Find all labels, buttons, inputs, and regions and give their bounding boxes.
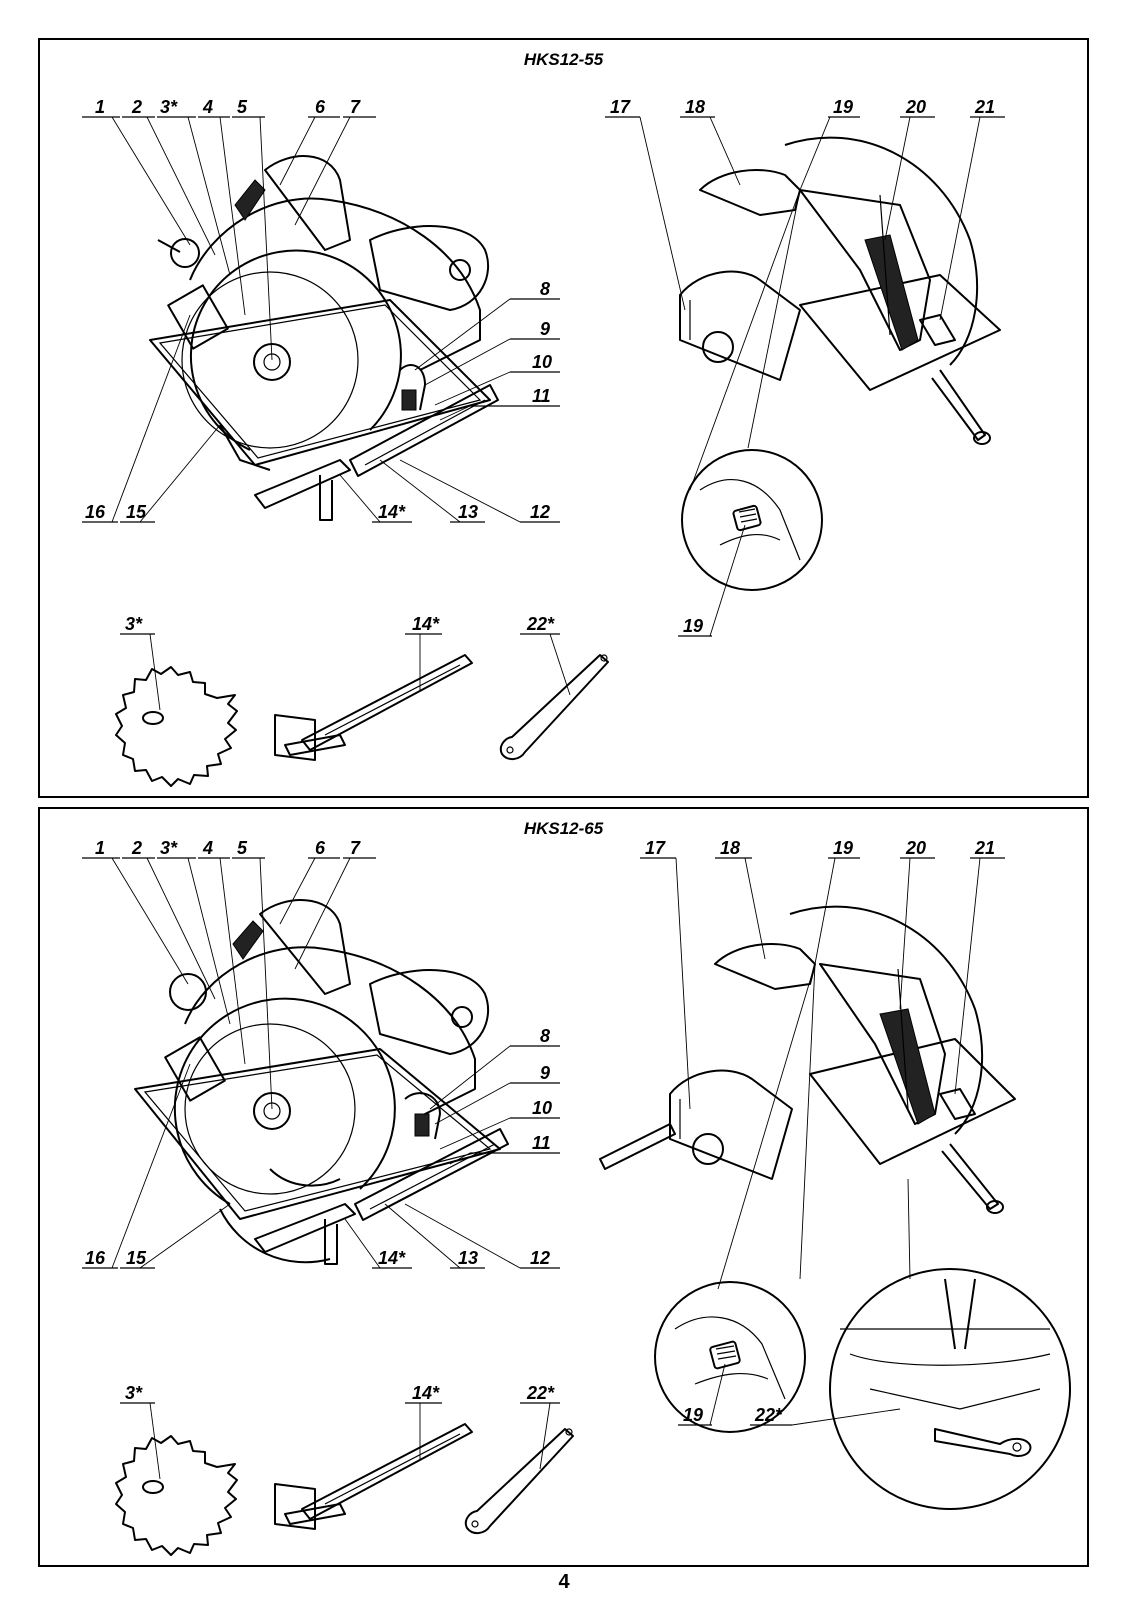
callout-11: 11 (532, 1133, 551, 1153)
callout-15: 15 (126, 502, 147, 522)
callout-6: 6 (315, 97, 326, 117)
callout-2: 2 (131, 838, 142, 858)
callout-19a: 19 (833, 97, 853, 117)
callout-2: 2 (131, 97, 142, 117)
callout-19a: 19 (833, 838, 853, 858)
callout-14b: 14* (412, 614, 440, 634)
callout-9: 9 (540, 1063, 550, 1083)
rip-fence-drawing (274, 1423, 473, 1530)
hex-key-drawing (464, 1428, 574, 1534)
callout-8: 8 (540, 279, 550, 299)
callout-14a: 14* (378, 502, 406, 522)
callout-4: 4 (202, 838, 213, 858)
callout-8: 8 (540, 1026, 550, 1046)
callout-22a: 22* (754, 1405, 783, 1425)
callout-12: 12 (530, 502, 550, 522)
callout-3b: 3* (125, 614, 143, 634)
callout-labels: 1 2 3* 4 5 6 7 8 9 10 11 12 13 (82, 97, 1005, 711)
callout-14a: 14* (378, 1248, 406, 1268)
callout-3a: 3* (160, 97, 178, 117)
callout-19b: 19 (683, 616, 703, 636)
callout-13: 13 (458, 502, 478, 522)
illustration-hks12-65: 1 2 3* 4 5 6 7 8 9 10 11 12 13 (82, 838, 1071, 1556)
callout-19b: 19 (683, 1405, 703, 1425)
callout-20: 20 (905, 97, 926, 117)
panel-title: HKS12-65 (523, 819, 604, 838)
callout-22b: 22* (526, 1383, 555, 1403)
callout-18: 18 (685, 97, 705, 117)
callout-16: 16 (85, 1248, 106, 1268)
callout-20: 20 (905, 838, 926, 858)
callout-13: 13 (458, 1248, 478, 1268)
saw-blade-drawing (115, 666, 238, 787)
callout-1: 1 (95, 97, 105, 117)
callout-21: 21 (974, 838, 995, 858)
callout-7: 7 (350, 838, 361, 858)
page-number: 4 (558, 1571, 570, 1593)
saw-blade-drawing (115, 1435, 238, 1556)
callout-12: 12 (530, 1248, 550, 1268)
callout-labels: 1 2 3* 4 5 6 7 8 9 10 11 12 13 (82, 838, 1005, 1480)
callout-21: 21 (974, 97, 995, 117)
callout-6: 6 (315, 838, 326, 858)
callout-15: 15 (126, 1248, 147, 1268)
panel-hks12-65: HKS12-65 (38, 807, 1089, 1567)
callout-14b: 14* (412, 1383, 440, 1403)
circular-saw-rear-drawing (679, 136, 1001, 591)
callout-16: 16 (85, 502, 106, 522)
callout-5: 5 (237, 838, 248, 858)
callout-1: 1 (95, 838, 105, 858)
hex-key-drawing (499, 654, 609, 760)
callout-9: 9 (540, 319, 550, 339)
callout-7: 7 (350, 97, 361, 117)
callout-10: 10 (532, 1098, 552, 1118)
callout-22: 22* (526, 614, 555, 634)
callout-3b: 3* (125, 1383, 143, 1403)
callout-18: 18 (720, 838, 740, 858)
callout-5: 5 (237, 97, 248, 117)
panel-hks12-55: HKS12-55 (38, 38, 1089, 798)
circular-saw-front-drawing (149, 155, 499, 521)
circular-saw-front-drawing (134, 899, 509, 1265)
callout-17: 17 (645, 838, 666, 858)
panel-title: HKS12-55 (523, 50, 604, 69)
callout-4: 4 (202, 97, 213, 117)
rip-fence-drawing (274, 654, 473, 761)
callout-10: 10 (532, 352, 552, 372)
callout-3a: 3* (160, 838, 178, 858)
circular-saw-rear-drawing (599, 905, 1071, 1510)
callout-17: 17 (610, 97, 631, 117)
illustration-hks12-55: 1 2 3* 4 5 6 7 8 9 10 11 12 13 (82, 97, 1005, 787)
callout-11: 11 (532, 386, 551, 406)
